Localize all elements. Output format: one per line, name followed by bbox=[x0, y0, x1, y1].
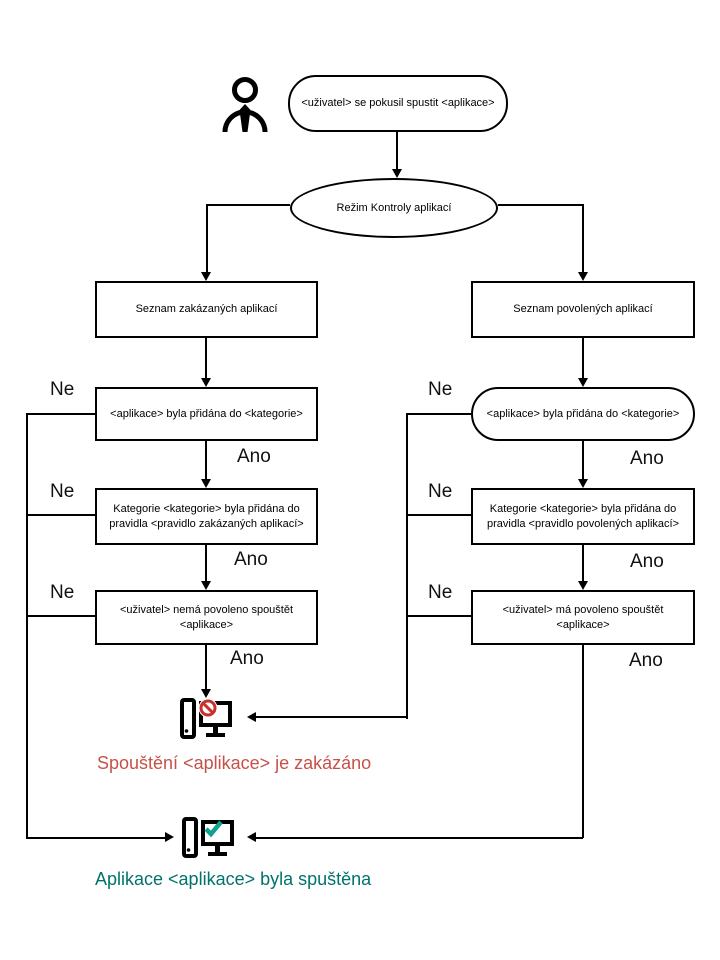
yes-label: Ano bbox=[630, 448, 664, 469]
yes-label: Ano bbox=[234, 549, 268, 570]
start-node: <uživatel> se pokusil spustit <aplikace> bbox=[288, 75, 508, 132]
flow-line bbox=[28, 413, 95, 415]
flow-line bbox=[205, 441, 207, 479]
flow-line bbox=[582, 337, 584, 378]
arrowhead-down-icon bbox=[201, 378, 211, 387]
no-label: Ne bbox=[50, 582, 75, 603]
flow-line bbox=[206, 204, 208, 272]
flow-line bbox=[498, 204, 583, 206]
flow-line bbox=[408, 615, 471, 617]
arrowhead-down-icon bbox=[578, 479, 588, 488]
no-label: Ne bbox=[428, 481, 453, 502]
flow-line bbox=[205, 337, 207, 378]
flow-line bbox=[582, 645, 584, 838]
no-label: Ne bbox=[50, 481, 75, 502]
blocked-list-node: Seznam zakázaných aplikací bbox=[95, 281, 318, 338]
yes-label: Ano bbox=[237, 446, 271, 467]
arrowhead-down-icon bbox=[201, 479, 211, 488]
user-permission-check-right: <uživatel> má povoleno spouštět <aplikac… bbox=[471, 590, 695, 645]
flow-line bbox=[582, 441, 584, 479]
flow-line bbox=[26, 413, 28, 839]
check-icon bbox=[204, 820, 223, 838]
user-permission-check-left: <uživatel> nemá povoleno spouštět <aplik… bbox=[95, 590, 318, 645]
category-rule-check-right: Kategorie <kategorie> byla přidána do pr… bbox=[471, 488, 695, 545]
arrowhead-down-icon bbox=[392, 169, 402, 178]
arrowhead-down-icon bbox=[201, 689, 211, 698]
yes-label: Ano bbox=[629, 650, 663, 671]
user-icon bbox=[222, 77, 268, 133]
flow-line bbox=[406, 413, 408, 719]
flow-line bbox=[205, 545, 207, 581]
arrowhead-left-icon bbox=[247, 712, 256, 722]
arrowhead-down-icon bbox=[578, 581, 588, 590]
flow-line bbox=[28, 615, 95, 617]
flow-line bbox=[256, 716, 406, 718]
flow-line bbox=[408, 413, 471, 415]
blocked-status-text: Spouštění <aplikace> je zakázáno bbox=[97, 753, 372, 773]
arrowhead-down-icon bbox=[578, 272, 588, 281]
flow-line bbox=[256, 837, 583, 839]
app-category-check-left: <aplikace> byla přidána do <kategorie> bbox=[95, 387, 318, 441]
allowed-list-node: Seznam povolených aplikací bbox=[471, 281, 695, 338]
yes-label: Ano bbox=[230, 648, 264, 669]
flow-line bbox=[207, 204, 290, 206]
flow-line bbox=[28, 837, 165, 839]
computer-blocked-icon bbox=[180, 698, 232, 739]
arrowhead-down-icon bbox=[578, 378, 588, 387]
no-label: Ne bbox=[428, 582, 453, 603]
no-label: Ne bbox=[50, 379, 75, 400]
arrowhead-left-icon bbox=[247, 832, 256, 842]
flow-line bbox=[408, 514, 471, 516]
app-category-check-right: <aplikace> byla přidána do <kategorie> bbox=[471, 387, 695, 441]
allowed-status-text: Aplikace <aplikace> byla spuštěna bbox=[95, 869, 372, 889]
flow-line bbox=[28, 514, 95, 516]
mode-node: Režim Kontroly aplikací bbox=[290, 178, 498, 238]
flow-line bbox=[396, 132, 398, 170]
computer-allowed-icon bbox=[182, 817, 234, 858]
no-label: Ne bbox=[428, 379, 453, 400]
category-rule-check-left: Kategorie <kategorie> byla přidána do pr… bbox=[95, 488, 318, 545]
arrowhead-down-icon bbox=[201, 581, 211, 590]
flow-line bbox=[205, 645, 207, 689]
yes-label: Ano bbox=[630, 551, 664, 572]
arrowhead-right-icon bbox=[165, 832, 174, 842]
flow-line bbox=[582, 204, 584, 272]
arrowhead-down-icon bbox=[201, 272, 211, 281]
flow-line bbox=[582, 545, 584, 581]
